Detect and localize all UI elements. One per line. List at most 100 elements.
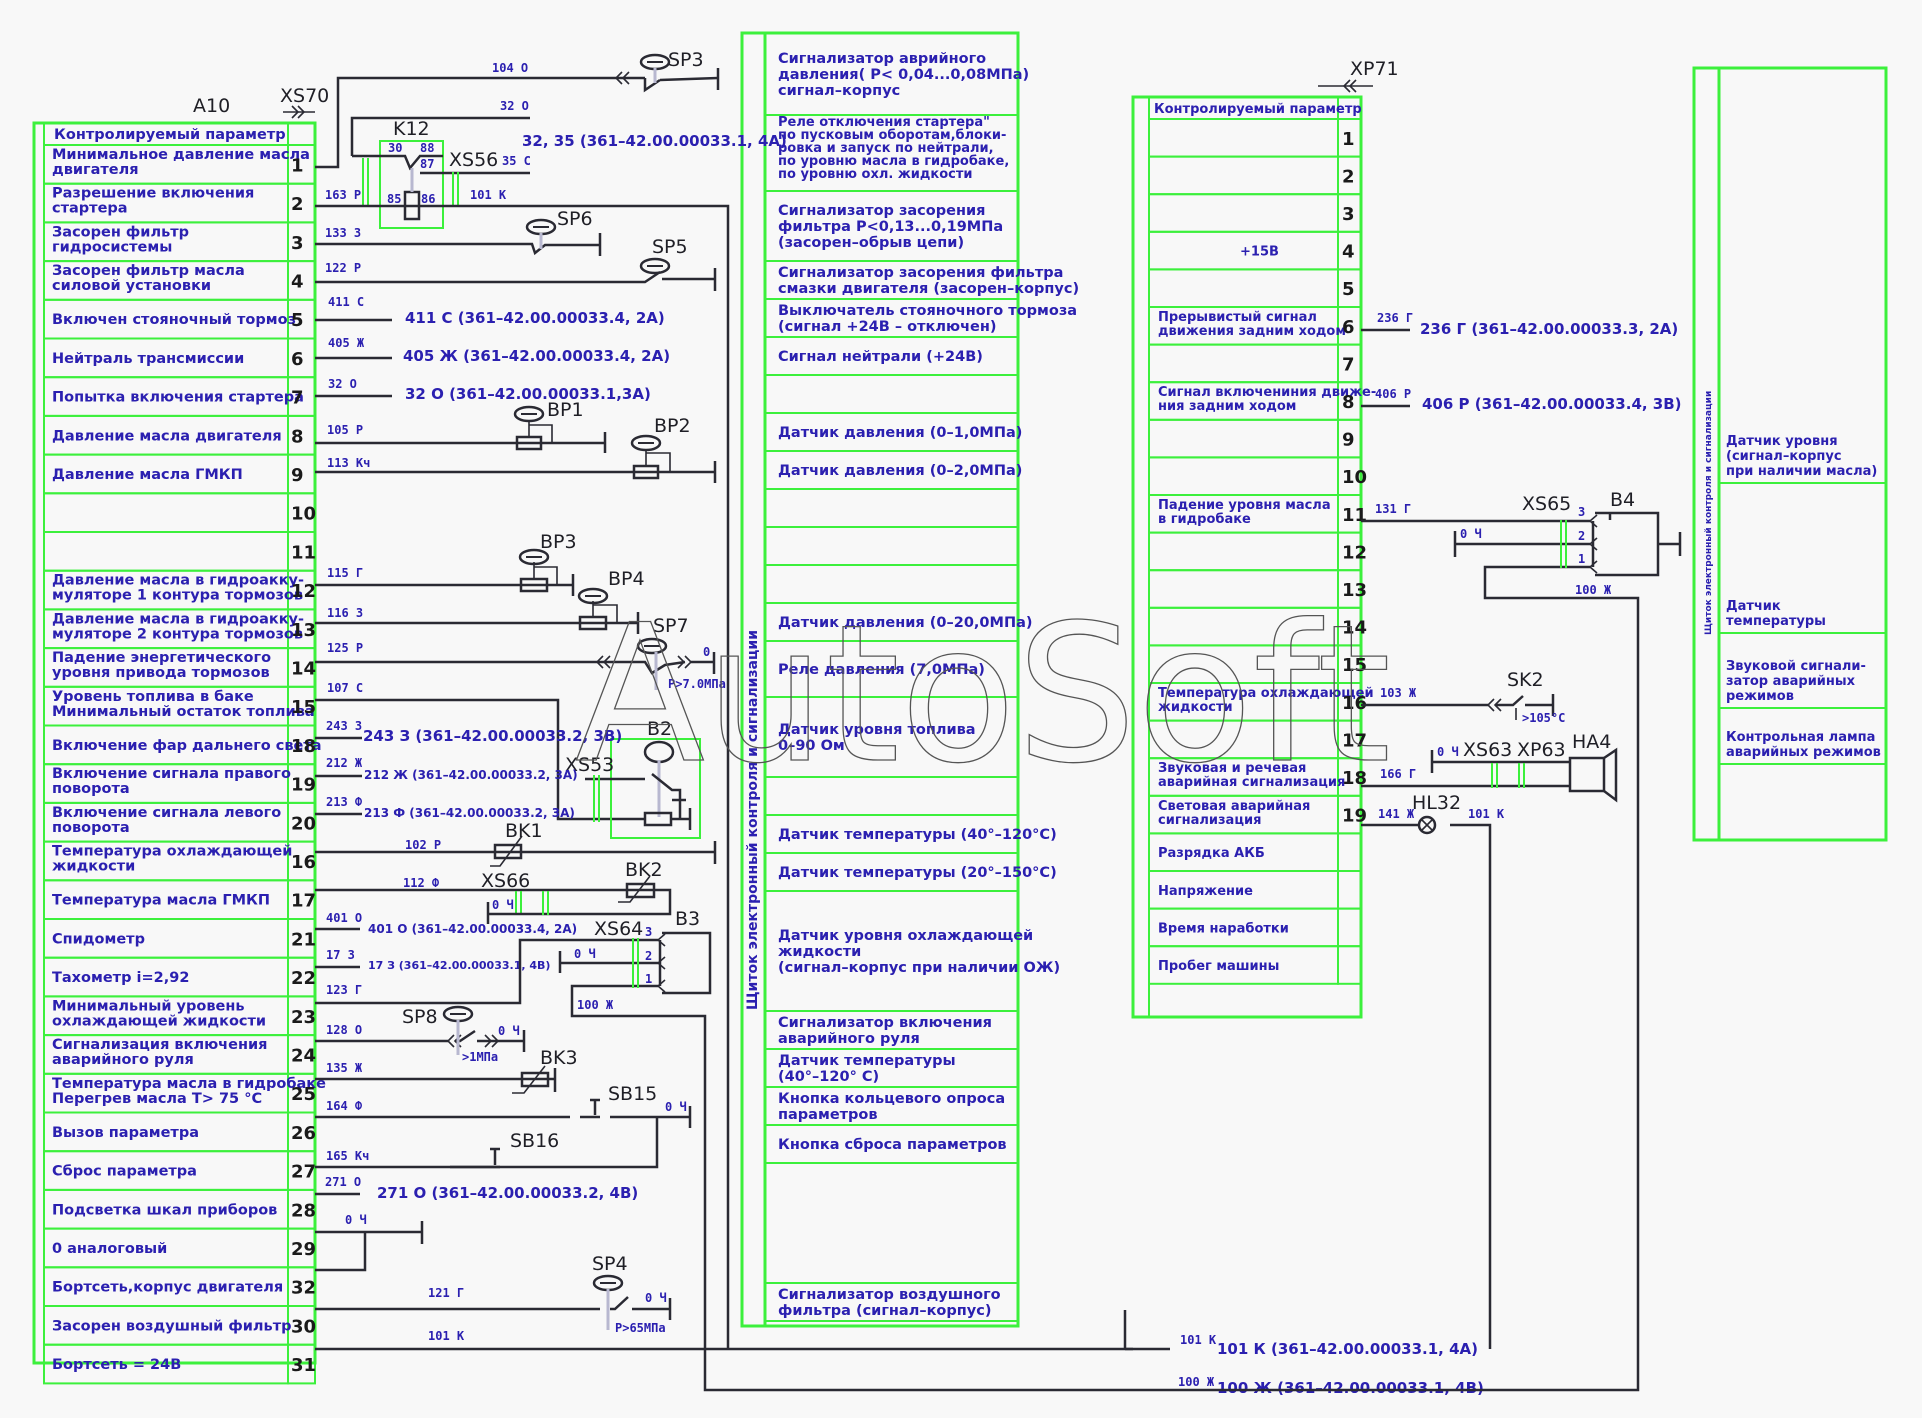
xp71-row-label: Пробег машины (1158, 959, 1279, 974)
b4-sensor-icon (1588, 511, 1682, 577)
sp6-label: SP6 (557, 208, 593, 230)
wire-label: 100 Ж (1575, 583, 1612, 597)
bk3-thermistor-icon (512, 1065, 550, 1094)
xs56-label: XS56 (449, 149, 498, 171)
xp71-row: 3 (1148, 193, 1362, 233)
xp71-pin-number: 9 (1342, 430, 1355, 451)
xp71-pin-number: 19 (1342, 806, 1367, 827)
bp1-label: BP1 (547, 399, 584, 421)
xp71-row-label: сигнализация (1158, 813, 1261, 828)
wire-ref: 401 О (361–42.00.00033.4, 2А) (368, 922, 577, 936)
wire-label: 32 О (500, 99, 529, 113)
sp3-label: SP3 (668, 49, 704, 71)
relay-pin-label: 85 (387, 192, 401, 206)
wire-label: 411 С (328, 295, 364, 309)
xp71-pin-number: 1 (1342, 129, 1355, 150)
a10-row-label: Вызов параметра (52, 1125, 199, 1141)
a10-pin-number: 15 (291, 697, 316, 718)
wire-label: 125 Р (327, 641, 363, 655)
middle-panel-cell: Кнопка сброса параметров (764, 1124, 1019, 1164)
wire-label: 101 К (428, 1329, 465, 1343)
xp71-row-label: ния задним ходом (1158, 399, 1296, 414)
middle-panel-vertical-title: Щиток электронный контроля и сигнализаци… (745, 630, 761, 1010)
b3-sensor-icon (656, 931, 712, 995)
middle-panel-cell-text: ровка и запуск по нейтрали, (778, 141, 994, 156)
xp71-row-label: Разрядка АКБ (1158, 846, 1265, 861)
a10-row-label: Температура охлаждающей (52, 844, 292, 860)
relay-pin-label: 30 (388, 141, 402, 155)
sp8-label: SP8 (402, 1006, 438, 1028)
bp2-sensor-icon (630, 434, 662, 452)
a10-row-label: Включен стояночный тормоз (52, 312, 296, 328)
wire-label: 101 К (1468, 807, 1505, 821)
middle-panel-cell: Датчик давления (0–2,0МПа) (764, 450, 1022, 490)
middle-panel-cell-text: (сигнал +24В – отключен) (778, 319, 997, 335)
wire-label: 100 Ж (577, 998, 614, 1012)
xp63-label: XP63 (1517, 739, 1566, 761)
sp7-sensor-icon (636, 637, 668, 690)
xp71-pin-number: 2 (1342, 166, 1355, 187)
a10-pin-number: 6 (291, 349, 304, 370)
sb16-label: SB16 (510, 1130, 559, 1152)
xp71-pin-number: 13 (1342, 580, 1367, 601)
xs70-connector-icon (283, 105, 315, 119)
sp3-sensor-icon (639, 53, 671, 83)
wire-label: 0 Ч (1437, 745, 1459, 759)
relay-pin-label: 86 (421, 192, 435, 206)
xp71-row: 10 (1148, 456, 1367, 496)
a10-row-label: Перегрев масла T> 75 °C (52, 1091, 262, 1107)
a10-pin-number: 14 (291, 658, 316, 679)
middle-panel-cell-text: параметров (778, 1107, 878, 1123)
wire-label: 0 Ч (492, 898, 514, 912)
middle-panel-cell-text: фильтра P<0,13...0,19МПа (778, 219, 1003, 235)
middle-panel-cell: Реле отключения стартера"по пусковым обо… (764, 114, 1019, 192)
b3-label: B3 (675, 908, 700, 930)
xp71-row-label: Время наработки (1158, 921, 1289, 936)
a10-pin-number: 23 (291, 1007, 316, 1028)
a10-pin-number: 7 (291, 388, 304, 409)
middle-panel-cell-text: Сигнал нейтрали (+24В) (778, 349, 983, 365)
hl32-label: HL32 (1412, 792, 1461, 814)
xs65-label: XS65 (1522, 493, 1571, 515)
wire-ref: 406 Р (361–42.00.00033.4, 3В) (1422, 395, 1682, 413)
wire-label: 0 Ч (645, 1291, 667, 1305)
a10-pin-number: 27 (291, 1162, 316, 1183)
a10-pin-number: 12 (291, 581, 316, 602)
wire-ref: 243 З (361–42.00.00033.2, 3В) (363, 727, 622, 745)
a10-row-label: Давление масла двигателя (52, 428, 282, 444)
a10-row: 10 (43, 492, 316, 533)
xp71-row: Сигнал включениния движе-ния задним ходо… (1148, 381, 1376, 421)
a10-pin-number: 24 (291, 1045, 316, 1066)
a10-header: Контролируемый параметр (54, 127, 286, 143)
a10-pin-number: 16 (291, 852, 316, 873)
middle-panel: Щиток электронный контроля и сигнализаци… (740, 31, 1079, 1328)
middle-panel-cell-text: Датчик давления (0–20,0МПа) (778, 615, 1033, 631)
xp71-pin-number: 11 (1342, 505, 1367, 526)
a10-row-label: 0 аналоговый (52, 1241, 167, 1257)
xp71-pin-number: 4 (1342, 242, 1355, 263)
wire-label: 271 О (325, 1175, 361, 1189)
wire-label: 213 Ф (326, 795, 363, 809)
bk2-thermistor-icon (618, 875, 656, 903)
middle-panel-cell: Датчик уровня охлаждающейжидкости(сигнал… (764, 890, 1060, 1012)
right-panel-cell-text: Датчик уровня (1726, 434, 1838, 449)
a10-row-label: Минимальное давление масла (52, 147, 310, 163)
wire-label: 113 Кч (327, 456, 370, 470)
bk3-label: BK3 (540, 1047, 578, 1069)
right-panel-cell-text: Контрольная лампа (1726, 730, 1875, 745)
right-panel-cell-text: при наличии масла) (1726, 464, 1877, 479)
middle-panel-cell: Выключатель стояночного тормоза(сигнал +… (764, 298, 1077, 338)
xp71-label: XP71 (1350, 58, 1399, 80)
